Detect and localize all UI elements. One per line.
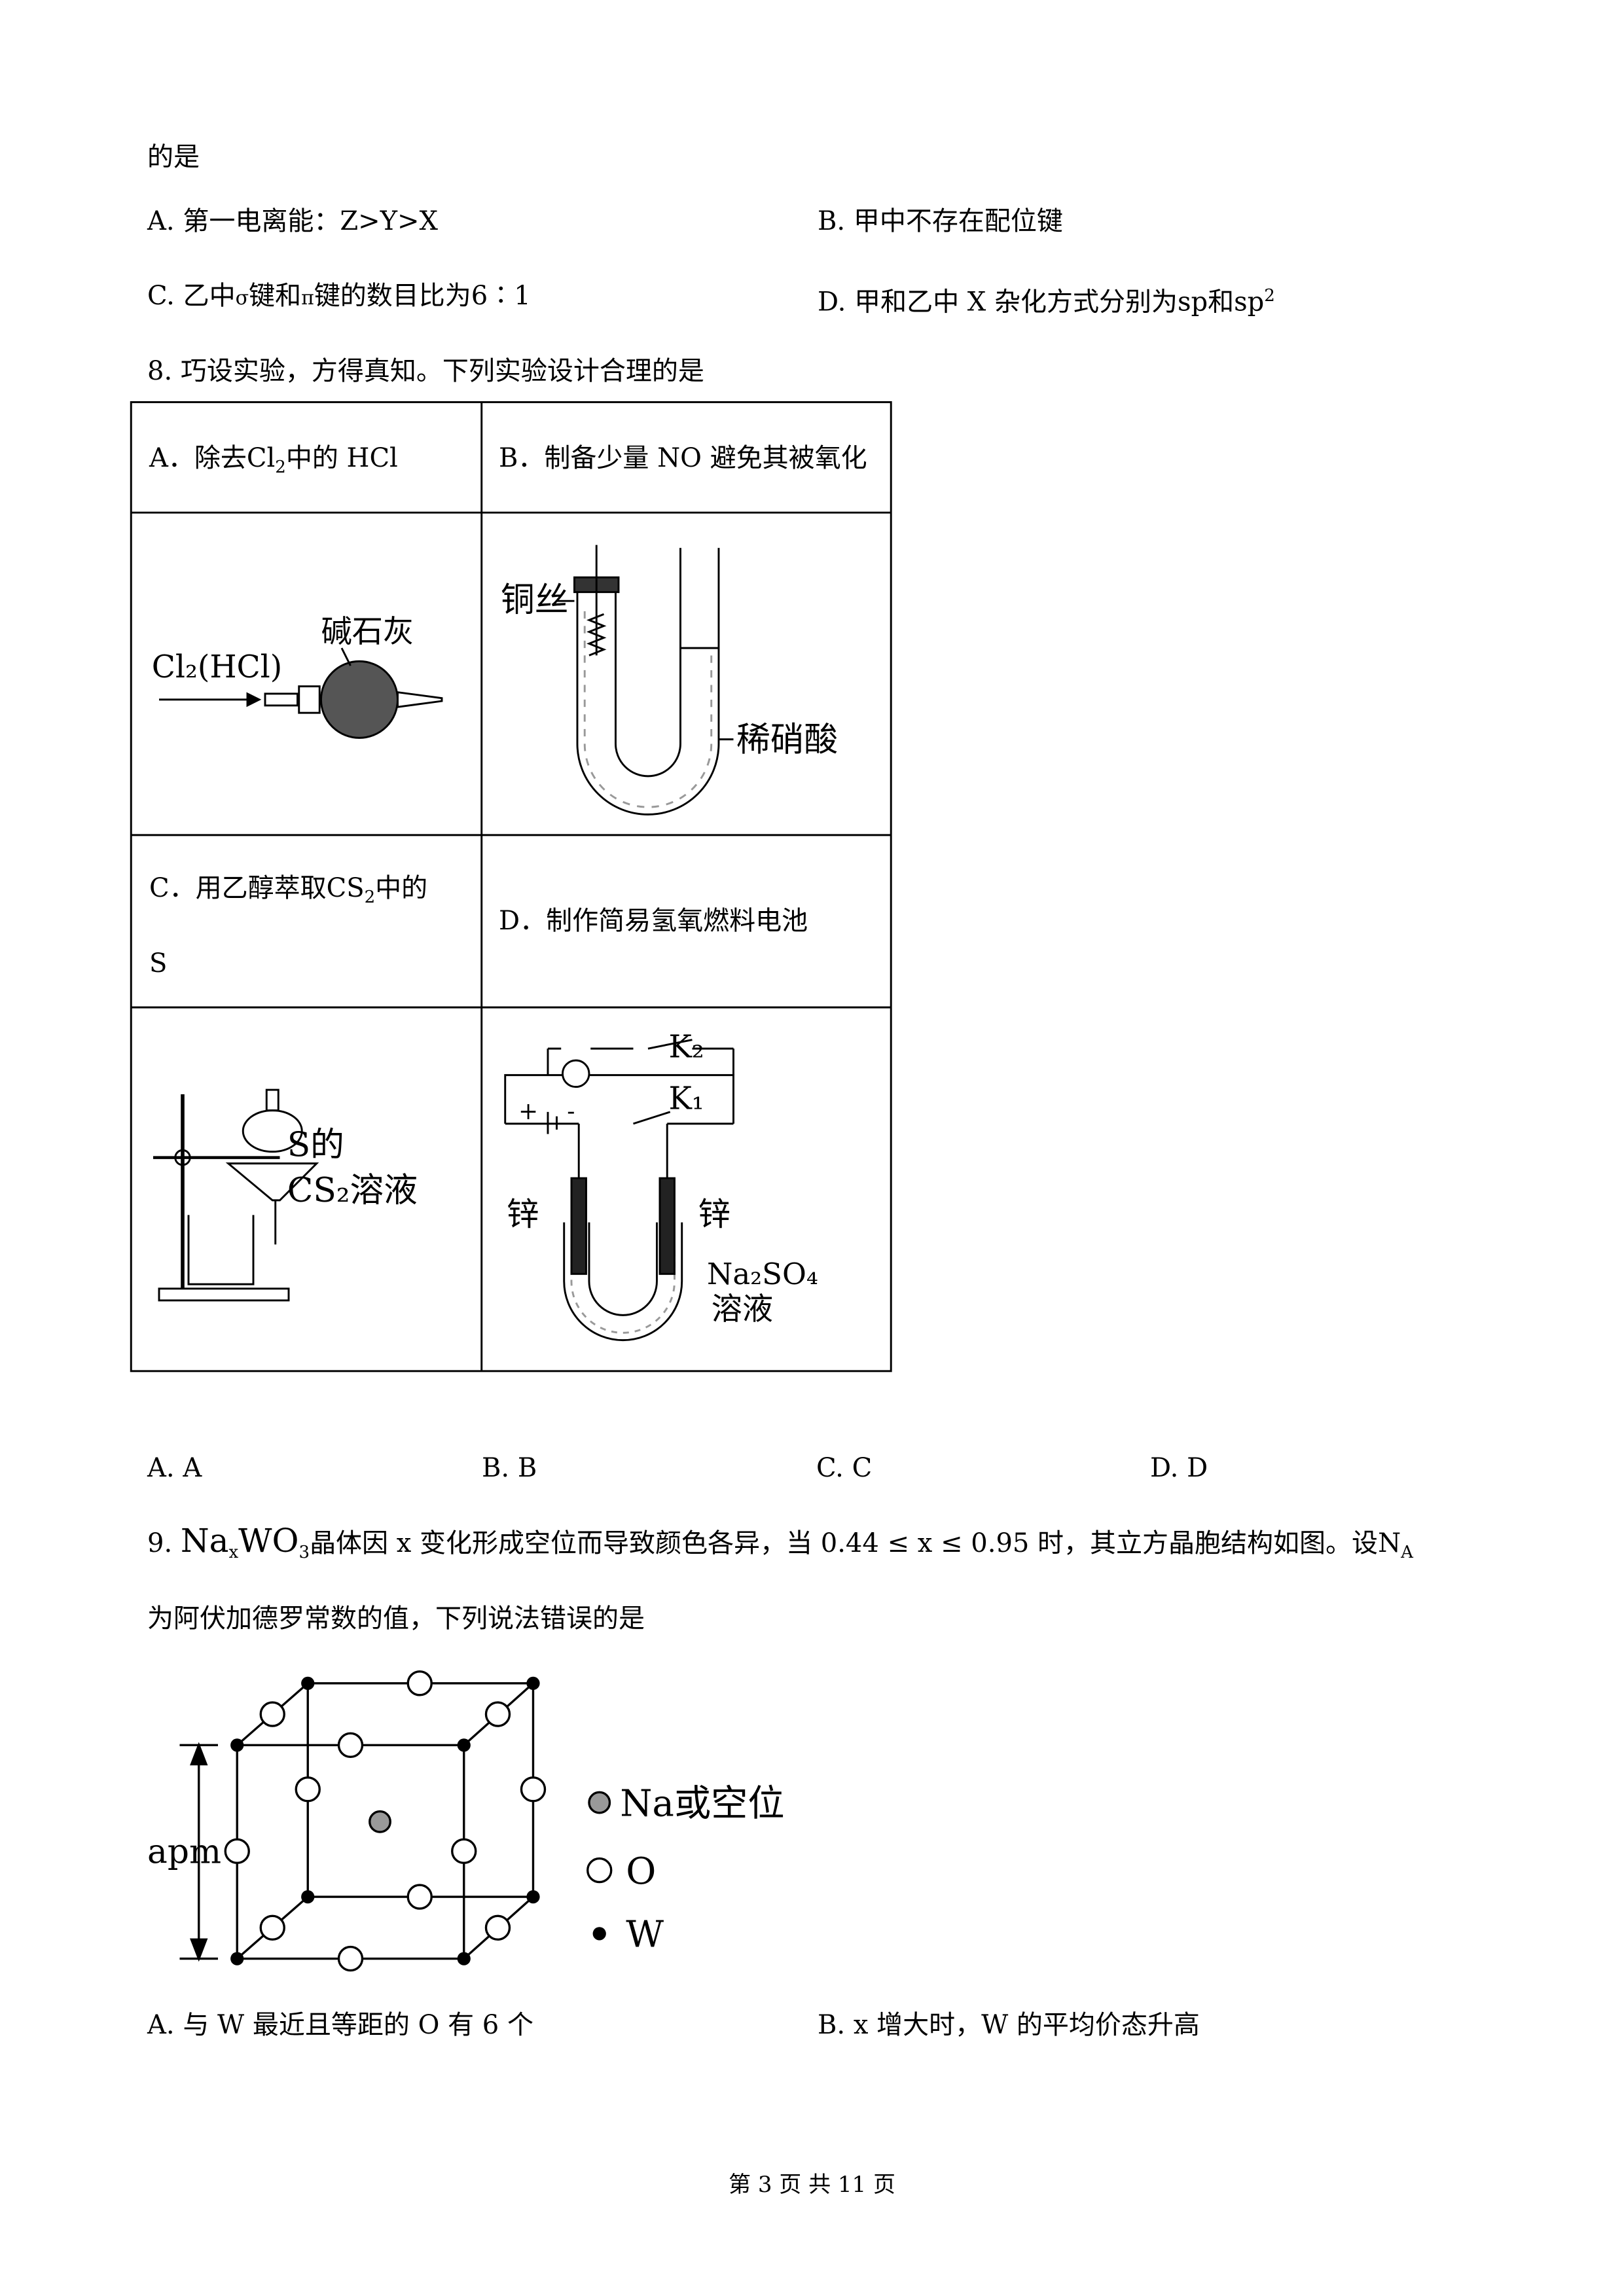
q9-stem-line2: 为阿伏加德罗常数的值，下列说法错误的是 bbox=[147, 1604, 645, 1634]
q8-answer-a: A. A bbox=[147, 1453, 202, 1483]
label-dilute-nitric-acid: 稀硝酸 bbox=[736, 721, 838, 760]
q8-cell-c-title: C．用乙醇萃取CS2中的 bbox=[149, 873, 428, 907]
q8-cell-d-title: D．制作简易氢氧燃料电池 bbox=[499, 906, 808, 936]
label-zinc-left: 锌 bbox=[507, 1195, 539, 1233]
u-tube-apparatus: 铜丝 稀硝酸 bbox=[501, 545, 838, 816]
q9-option-b: B. x 增大时，W 的平均价态升高 bbox=[818, 2010, 1200, 2040]
legend-w: W bbox=[626, 1914, 664, 1956]
label-soda-lime: 碱石灰 bbox=[321, 614, 414, 650]
crystal-unit-cell: apm Na或空位 O W bbox=[147, 1670, 785, 1972]
label-k1: K₁ bbox=[668, 1081, 704, 1117]
q7-option-d: D. 甲和乙中 X 杂化方式分别为sp和sp2 bbox=[818, 286, 1275, 317]
q8-cell-c-title-line2: S bbox=[149, 948, 168, 978]
experiment-table bbox=[130, 401, 892, 1372]
label-copper-wire: 铜丝 bbox=[501, 581, 568, 620]
q7-option-a: A. 第一电离能：Z>Y>X bbox=[147, 206, 439, 236]
label-na2so4: Na₂SO₄ bbox=[707, 1257, 818, 1291]
label-edge-length: apm bbox=[147, 1832, 221, 1871]
q9-option-a: A. 与 W 最近且等距的 O 有 6 个 bbox=[147, 2010, 533, 2040]
label-plus: + bbox=[518, 1098, 538, 1125]
drying-tube-apparatus: Cl₂(HCl) 碱石灰 bbox=[152, 614, 443, 739]
label-s-solution-2: CS₂溶液 bbox=[287, 1171, 418, 1210]
label-k2: K₂ bbox=[668, 1030, 704, 1066]
separatory-funnel-apparatus: S的 CS₂溶液 bbox=[153, 1088, 418, 1302]
q7-option-b: B. 甲中不存在配位键 bbox=[818, 206, 1063, 236]
label-minus: - bbox=[567, 1098, 575, 1125]
page-footer: 第 3 页 共 11 页 bbox=[729, 2172, 895, 2198]
legend-o: O bbox=[626, 1850, 656, 1893]
q8-cell-a-title: A．除去Cl2中的 HCl bbox=[149, 443, 398, 477]
label-s-solution-1: S的 bbox=[287, 1125, 344, 1164]
legend-na: Na或空位 bbox=[620, 1782, 784, 1825]
q9-stem-line1: 9. NaxWO3晶体因 x 变化形成空位而导致颜色各异，当 0.44 ≤ x … bbox=[147, 1522, 1413, 1562]
q8-answer-c: C. C bbox=[816, 1453, 873, 1483]
q8-cell-b-title: B．制备少量 NO 避免其被氧化 bbox=[499, 443, 867, 473]
q8-stem: 8. 巧设实验，方得真知。下列实验设计合理的是 bbox=[147, 356, 704, 386]
fuel-cell-apparatus: K₂ K₁ + - 锌 锌 Na₂SO₄ 溶液 bbox=[504, 1030, 818, 1342]
q8-answer-d: D. D bbox=[1150, 1453, 1208, 1483]
q7-stem-tail: 的是 bbox=[147, 142, 200, 172]
label-solution: 溶液 bbox=[712, 1291, 773, 1327]
label-gas: Cl₂(HCl) bbox=[152, 649, 282, 685]
label-zinc-right: 锌 bbox=[698, 1195, 731, 1233]
q8-answer-b: B. B bbox=[482, 1453, 537, 1483]
q7-option-c: C. 乙中σ键和π键的数目比为6∶1 bbox=[147, 281, 531, 311]
